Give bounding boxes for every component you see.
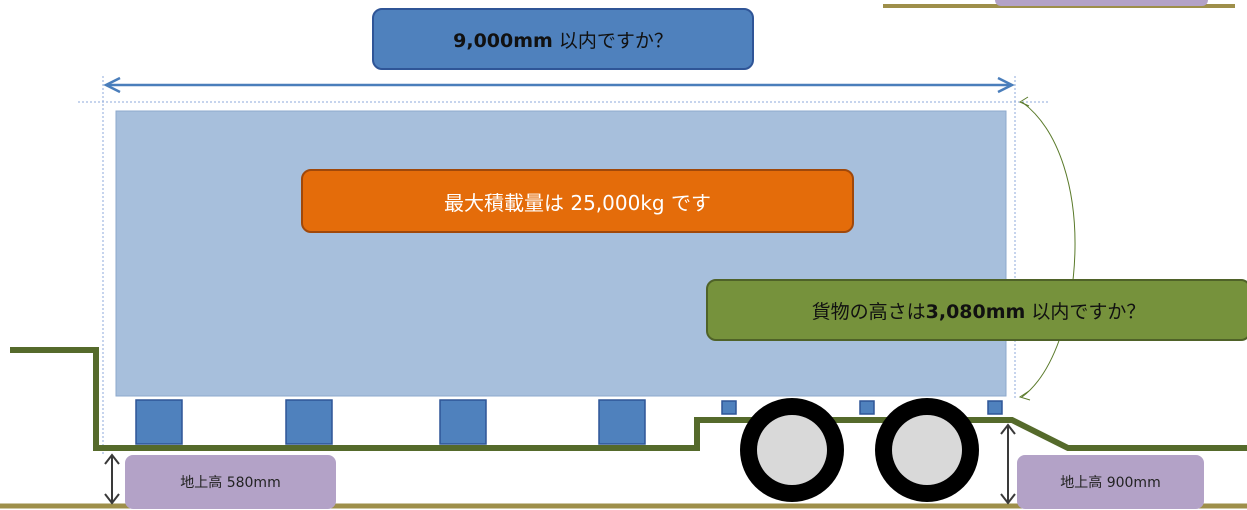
max-load-value: 25,000kg: [570, 190, 665, 215]
support-blocks: [135, 399, 1003, 445]
left-height-arrow: [104, 453, 120, 505]
length-callout: 9,000mm 以内ですか？: [372, 8, 754, 70]
cargo-box: [115, 110, 1007, 397]
ground-height-left-label: 地上高 580mm: [125, 455, 336, 509]
length-arrow: [103, 76, 1015, 94]
max-load-callout: 最大積載量は 25,000kg です: [301, 169, 854, 233]
wheel-front: [740, 398, 844, 502]
height-value: 3,080mm: [925, 300, 1026, 323]
length-value: 9,000mm: [453, 29, 553, 52]
max-load-suffix: です: [664, 190, 711, 215]
height-arc: [1018, 96, 1076, 401]
length-suffix: 以内ですか？: [552, 29, 673, 52]
ground-height-right-label: 地上高 900mm: [1017, 455, 1204, 509]
height-suffix: 以内ですか？: [1025, 300, 1146, 323]
wheel-rear: [875, 398, 979, 502]
height-prefix: 貨物の高さは: [811, 300, 926, 323]
right-height-arrow: [1000, 423, 1016, 505]
max-load-prefix: 最大積載量は: [444, 190, 571, 215]
top-badge: [995, 0, 1208, 6]
height-callout: 貨物の高さは3,080mm 以内ですか？: [706, 279, 1247, 341]
trailer-frame: [10, 347, 1247, 451]
